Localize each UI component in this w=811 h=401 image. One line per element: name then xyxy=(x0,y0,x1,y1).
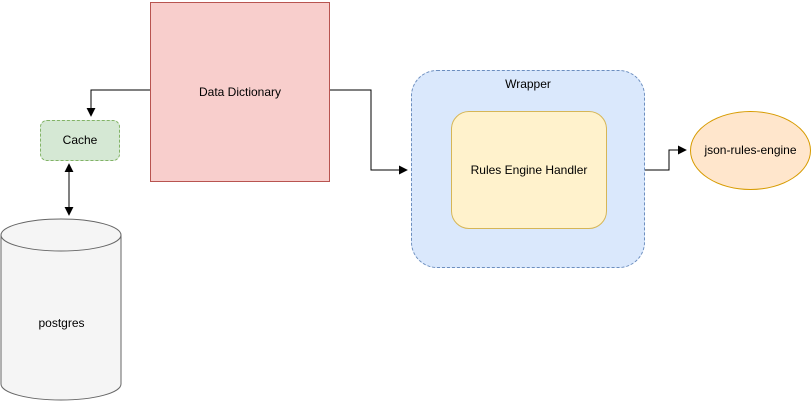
edge-wrapper-to-json-rules-engine xyxy=(645,145,687,171)
node-data-dictionary-label: Data Dictionary xyxy=(198,84,282,99)
node-postgres-database: postgres xyxy=(0,218,123,401)
node-cache-label: Cache xyxy=(62,133,98,148)
node-postgres-label: postgres xyxy=(38,316,85,330)
node-json-rules-engine-label: json-rules-engine xyxy=(704,143,797,158)
node-json-rules-engine: json-rules-engine xyxy=(690,111,811,190)
node-cache: Cache xyxy=(40,120,120,161)
cylinder-rim xyxy=(0,234,122,252)
cylinder-body xyxy=(0,218,122,401)
cylinder-shape xyxy=(0,218,122,401)
edge-data-dictionary-to-wrapper xyxy=(330,89,408,175)
node-data-dictionary: Data Dictionary xyxy=(150,2,330,182)
node-wrapper-label: Wrapper xyxy=(505,77,551,91)
node-rules-engine-handler: Rules Engine Handler xyxy=(451,111,607,229)
node-rules-engine-handler-label: Rules Engine Handler xyxy=(470,162,588,177)
edge-data-dictionary-to-cache xyxy=(86,89,150,117)
